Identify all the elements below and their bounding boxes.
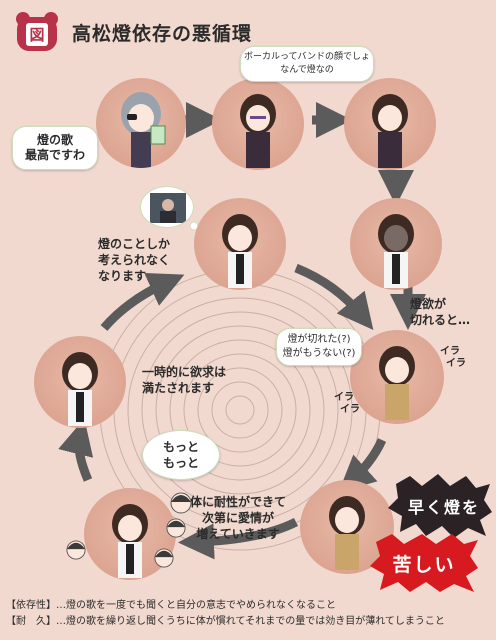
banner-bottom-burst [370, 534, 478, 592]
node-thinking [344, 78, 436, 170]
girl-obsessed-icon [222, 214, 258, 288]
mini-face-icon-3 [66, 540, 86, 560]
tolerance-line-2: 次第に愛情が [202, 511, 275, 525]
thought-bubble [140, 186, 194, 228]
figure-badge-text: 図 [26, 22, 48, 46]
question-line-2: なんで燈なの [280, 65, 334, 75]
arrow-9 [294, 263, 374, 330]
craving-label: 燈欲が 切れると… [410, 296, 470, 328]
irritation-left-2: イラ [340, 404, 360, 415]
question-line-1: ボーカルってバンドの顔でしょ [243, 52, 370, 62]
tolerance-line-1: 体に耐性ができて [190, 495, 287, 509]
mini-face-icon-4 [154, 548, 174, 568]
mini-face-icon-2 [166, 518, 186, 538]
banner-top: 早く燈を [407, 498, 480, 517]
figure-badge-icon: 図 [14, 12, 60, 52]
node-withdrawal [350, 330, 444, 424]
obsessed-line-2: 考えられなく [98, 253, 171, 267]
girl-happy-icon [112, 504, 148, 578]
fan-speech-bubble: 燈の歌 最高ですわ [12, 126, 98, 170]
arrow-8 [100, 272, 185, 331]
withdrawal-bubble: 燈が切れた(?) 燈がもうない(?) [276, 328, 362, 366]
girl-craving-icon [378, 214, 414, 288]
obsessed-label: 燈のことしか 考えられなく なります [98, 236, 170, 284]
withdrawal-line-2: 燈がもうない(?) [282, 348, 356, 359]
more-line-1: もっと [162, 440, 199, 454]
more-bubble: もっと もっと [142, 430, 220, 480]
node-fan [96, 78, 186, 168]
node-craving [350, 198, 442, 290]
craving-line-2: 切れると… [410, 313, 471, 327]
girl-thinking-icon [372, 94, 408, 168]
satisfied-label: 一時的に欲求は 満たされます [142, 364, 226, 396]
fan-character-icon [121, 92, 166, 168]
question-bubble: ボーカルってバンドの顔でしょ なんで燈なの [240, 46, 374, 82]
tolerance-line-3: 増えていきます [196, 527, 280, 541]
satisfied-line-1: 一時的に欲求は [142, 365, 227, 379]
more-line-2: もっと [162, 456, 199, 470]
irritation-right-1: イラ [440, 346, 460, 357]
banner-top-burst [388, 474, 492, 538]
header: 図 高松燈依存の悪循環 [14, 12, 252, 52]
tolerance-label: 体に耐性ができて 次第に愛情が 増えていきます [190, 494, 286, 542]
node-satisfied [34, 336, 126, 428]
arrow-7 [58, 418, 94, 482]
node-question [212, 78, 304, 170]
irritation-left-1: イラ [334, 392, 354, 403]
girl-irritated-icon [379, 346, 415, 420]
obsessed-line-3: なります [98, 269, 147, 283]
craving-line-1: 燈欲が [410, 297, 447, 311]
irritation-right: イラ イラ [440, 346, 466, 370]
footer-notes: 【依存性】…燈の歌を一度でも聞くと自分の意志でやめられなくなること 【耐 久】…… [6, 598, 490, 630]
thought-image-icon [150, 193, 186, 223]
arrow-5 [338, 438, 387, 493]
banner-bottom: 苦しい [392, 554, 456, 576]
fan-speech-line-2: 最高ですわ [24, 148, 85, 162]
arrow-6 [178, 517, 299, 560]
girl-question-icon [240, 94, 276, 168]
mini-face-icon-1 [170, 492, 192, 514]
obsessed-line-1: 燈のことしか [98, 237, 171, 251]
footer-dependence: 【依存性】…燈の歌を一度でも聞くと自分の意志でやめられなくなること [6, 600, 336, 611]
girl-satisfied-icon [62, 352, 98, 426]
irritation-left: イラ イラ [334, 392, 360, 416]
withdrawal-line-1: 燈が切れた(?) [287, 334, 351, 345]
footer-tolerance: 【耐 久】…燈の歌を繰り返し聞くうちに体が慣れてそれまでの量では効き目が薄れてし… [6, 616, 445, 627]
page-title: 高松燈依存の悪循環 [72, 22, 253, 45]
node-obsessed [194, 198, 286, 290]
satisfied-line-2: 満たされます [142, 381, 215, 395]
flow-arrows [58, 102, 426, 560]
node-tolerance [84, 488, 176, 580]
fan-speech-line-1: 燈の歌 [36, 133, 73, 147]
irritation-right-2: イラ [446, 358, 466, 369]
girl-suffering-icon [329, 496, 365, 570]
